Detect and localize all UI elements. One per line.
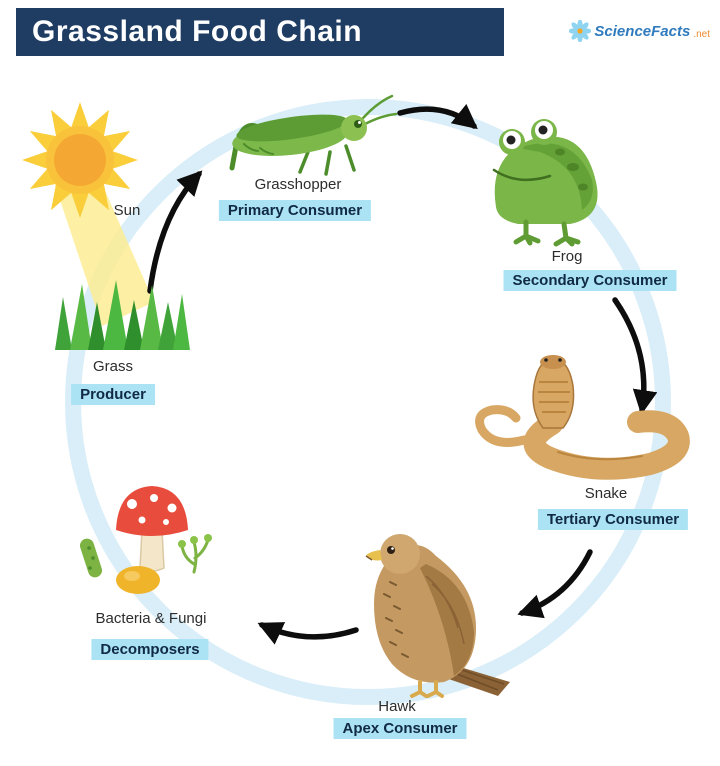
- grasshopper-icon: [229, 94, 398, 176]
- role-badge-apex-consumer: Apex Consumer: [333, 718, 467, 739]
- arrow-snake-to-hawk: [517, 549, 593, 619]
- node-label-decomposers: Bacteria & Fungi: [95, 610, 207, 627]
- role-badge-tertiary-consumer: Tertiary Consumer: [537, 509, 689, 530]
- page-title: Grassland Food Chain: [32, 15, 363, 48]
- snake-icon: [475, 355, 690, 480]
- mushroom-icon: [116, 486, 188, 594]
- node-label-hawk: Hawk: [378, 698, 416, 715]
- role-badge-primary-consumer: Primary Consumer: [218, 200, 372, 221]
- mushroom-bacteria-icon: [79, 486, 212, 594]
- role-badge-secondary-consumer: Secondary Consumer: [503, 270, 677, 291]
- frog-icon: [492, 119, 598, 247]
- bacteria-icon: [79, 538, 103, 578]
- fungus-icon: [178, 534, 212, 574]
- flower-burst-icon: [569, 20, 592, 42]
- arrow-grass-to-grasshopper: [147, 170, 203, 294]
- role-badge-producer: Producer: [71, 384, 155, 405]
- node-label-frog: Frog: [551, 248, 583, 265]
- node-label-sun: Sun: [113, 202, 141, 219]
- node-label-snake: Snake: [584, 485, 628, 502]
- arrow-frog-to-snake: [612, 297, 658, 415]
- title-banner: Grassland Food Chain: [16, 8, 504, 56]
- role-badge-decomposers: Decomposers: [91, 639, 209, 660]
- logo-tld-text: .net: [693, 29, 710, 40]
- grass-icon: [55, 280, 190, 350]
- hawk-icon: [365, 534, 510, 698]
- arrow-hawk-to-decomposers: [257, 622, 359, 645]
- node-label-grass: Grass: [92, 358, 134, 375]
- site-logo: ScienceFacts .net: [569, 20, 710, 42]
- logo-brand-text: ScienceFacts: [594, 22, 691, 40]
- node-label-grasshopper: Grasshopper: [254, 176, 342, 193]
- arrow-grasshopper-to-frog: [397, 103, 478, 130]
- sun-icon: [22, 102, 138, 218]
